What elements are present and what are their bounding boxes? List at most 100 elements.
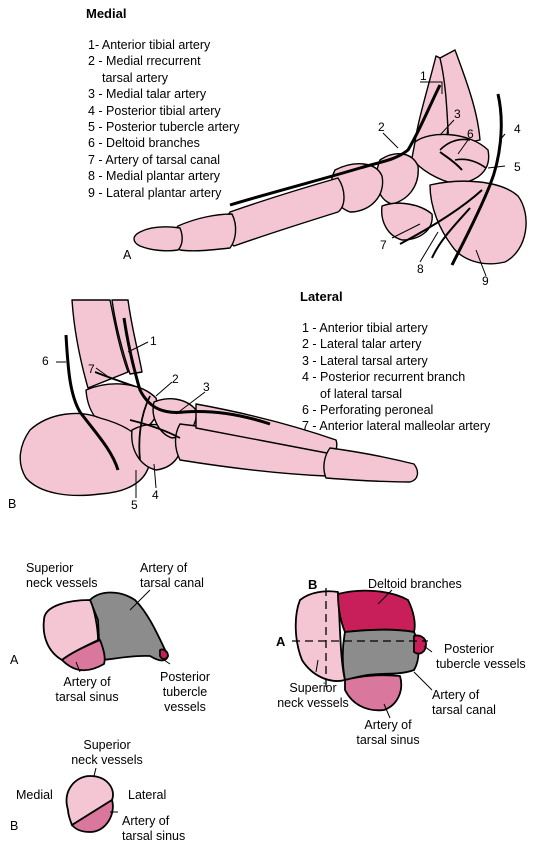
- medial-legend-item-6: 6 - Deltoid branches: [88, 136, 200, 151]
- talus-b-tarsal-canal-label: Artery of tarsal canal: [432, 688, 496, 718]
- talus-a-tubercle-region: [159, 648, 169, 660]
- talus-small-superior-neck-line-2: neck vessels: [71, 753, 143, 767]
- lateral-callout-6: 6: [42, 354, 49, 368]
- talus-b-deltoid-region: [337, 589, 416, 633]
- lateral-calcaneus: [19, 412, 151, 497]
- lateral-callout-5: 5: [131, 498, 138, 512]
- medial-callout-4: 4: [514, 122, 521, 136]
- lateral-callout-1: 1: [150, 334, 157, 348]
- medial-leader-lines: [382, 81, 506, 277]
- lateral-malleolar-artery: [94, 371, 181, 461]
- talus-b-canal-region: [341, 628, 420, 681]
- talus-small-tarsal-sinus-line-1: Artery of: [122, 814, 170, 828]
- medial-posterior-tibial-artery: [450, 93, 503, 266]
- talus-a-sinus-region: [61, 639, 106, 672]
- talus-small-top-leader: [93, 767, 97, 777]
- talus-small-superior-neck-label: Superior neck vessels: [62, 738, 152, 768]
- talus-small-tarsal-sinus-line-2: tarsal sinus: [122, 829, 186, 843]
- lateral-heading: Lateral: [300, 289, 343, 304]
- lateral-legend-item-1: 1 - Anterior tibial artery: [302, 321, 428, 335]
- talus-small-neck-region: [65, 775, 114, 827]
- talus-a-superior-neck-line-1: Superior: [26, 561, 74, 575]
- talus-b-superior-neck-line-1: Superior: [289, 681, 337, 695]
- talus-b-tubercle-line-1: Posterior: [444, 642, 495, 656]
- medial-callout-3: 3: [454, 107, 461, 121]
- talus-b-tarsal-sinus-line-2: tarsal sinus: [356, 733, 420, 747]
- medial-deltoid-branches: [439, 138, 487, 169]
- talus-a-superior-neck-label: Superior neck vessels: [26, 561, 98, 591]
- medial-legend-item-2b: tarsal artery: [102, 70, 168, 85]
- talus-b-superior-neck-line-2: neck vessels: [277, 696, 349, 710]
- talus-b-superior-neck-label: Superior neck vessels: [270, 681, 356, 711]
- talus-small-lateral-label: Lateral: [128, 788, 167, 802]
- talus-b-tarsal-sinus-label: Artery of tarsal sinus: [346, 718, 430, 748]
- talus-a-tarsal-canal-label: Artery of tarsal canal: [140, 561, 204, 591]
- lateral-tibia: [71, 299, 129, 389]
- medial-phalanx-distal: [133, 226, 183, 252]
- medial-heading: Medial: [86, 6, 127, 21]
- lateral-legend: 1 - Anterior tibial artery 2 - Lateral t…: [302, 320, 490, 435]
- lateral-perforating-peroneal: [64, 334, 120, 471]
- lateral-legend-item-2: 2 - Lateral talar artery: [302, 337, 422, 352]
- medial-legend-item-7: 7 - Artery of tarsal canal: [88, 152, 221, 167]
- talus-small-panel-letter: B: [10, 819, 19, 833]
- talus-section-a: [42, 591, 169, 672]
- talus-b-tubercle-region: [413, 634, 427, 655]
- medial-callout-7: 7: [380, 238, 387, 252]
- medial-phalanx-proximal: [173, 213, 237, 252]
- medial-anterior-tibial-artery: [229, 84, 442, 207]
- medial-callout-9: 9: [482, 274, 489, 288]
- talus-small-medial-label: Medial: [16, 788, 53, 802]
- medial-legend-item-9: 9 - Lateral plantar artery: [88, 185, 222, 200]
- talus-b-tubercle-label: Posterior tubercle vessels: [436, 642, 526, 672]
- talus-b-tarsal-canal-line-1: Artery of: [432, 688, 480, 702]
- medial-cuboid: [381, 202, 433, 241]
- medial-calcaneus: [429, 180, 527, 265]
- lateral-legend-item-3: 3 - Lateral tarsal artery: [302, 353, 428, 368]
- talus-b-tubercle-line-2: tubercle vessels: [436, 657, 526, 671]
- medial-callout-6: 6: [467, 127, 474, 141]
- lateral-callout-4: 4: [152, 488, 159, 502]
- talus-section-b: [292, 588, 428, 712]
- talus-b-section-a-label: A: [276, 634, 286, 649]
- talus-leader-lines: [75, 589, 433, 719]
- talus-a-tarsal-sinus-line-2: tarsal sinus: [55, 690, 119, 704]
- medial-legend-item-3: 3 - Medial talar artery: [88, 87, 207, 102]
- medial-foot: [133, 49, 527, 266]
- medial-legend: 1- Anterior tibial artery 2 - Medial rre…: [88, 37, 239, 201]
- lateral-legend-item-4: 4 - Posterior recurrent branch: [302, 370, 466, 385]
- talus-a-tubercle-line-2: tubercle: [162, 685, 208, 699]
- talus-small-section: [65, 767, 118, 833]
- medial-callout-8: 8: [417, 262, 424, 276]
- talus-a-tarsal-canal-line-1: Artery of: [140, 561, 188, 575]
- talus-a-tubercle-label: Posterior tubercle vessels: [150, 670, 220, 715]
- lateral-legend-item-4b: of lateral tarsal: [320, 386, 402, 401]
- lateral-legend-item-7: 7 - Anterior lateral malleolar artery: [302, 419, 491, 434]
- talus-a-tubercle-line-3: vessels: [164, 700, 206, 714]
- talus-small-sinus-region: [70, 798, 114, 833]
- talus-small-tarsal-sinus-label: Artery of tarsal sinus: [122, 814, 185, 844]
- medial-plantar-arteries: [399, 151, 483, 259]
- talus-b-tarsal-sinus-line-1: Artery of: [364, 718, 412, 732]
- talus-b-sinus-region: [344, 674, 403, 712]
- lateral-anterior-tibial-artery: [122, 317, 271, 426]
- medial-callout-2: 2: [378, 120, 385, 134]
- medial-legend-item-4: 4 - Posterior tibial artery: [88, 103, 221, 118]
- talus-b-deltoid-label: Deltoid branches: [368, 577, 462, 591]
- talus-small-superior-neck-line-1: Superior: [83, 738, 131, 752]
- talus-a-tarsal-canal-line-2: tarsal canal: [140, 576, 204, 590]
- lateral-panel-letter: B: [8, 497, 17, 511]
- talus-a-tubercle-line-1: Posterior: [159, 670, 211, 684]
- lateral-leader-lines: [56, 341, 206, 498]
- medial-panel-letter: A: [123, 248, 132, 262]
- medial-callout-1: 1: [420, 69, 427, 83]
- lateral-phalanges: [323, 447, 419, 483]
- talus-b-tarsal-canal-line-2: tarsal canal: [432, 703, 496, 717]
- lateral-callout-7: 7: [88, 362, 95, 376]
- medial-legend-item-2: 2 - Medial rrecurrent: [88, 54, 201, 69]
- talus-b-section-b-label: B: [308, 577, 318, 592]
- talus-a-tarsal-sinus-label: Artery of tarsal sinus: [52, 675, 122, 705]
- talus-a-superior-neck-line-2: neck vessels: [26, 576, 98, 590]
